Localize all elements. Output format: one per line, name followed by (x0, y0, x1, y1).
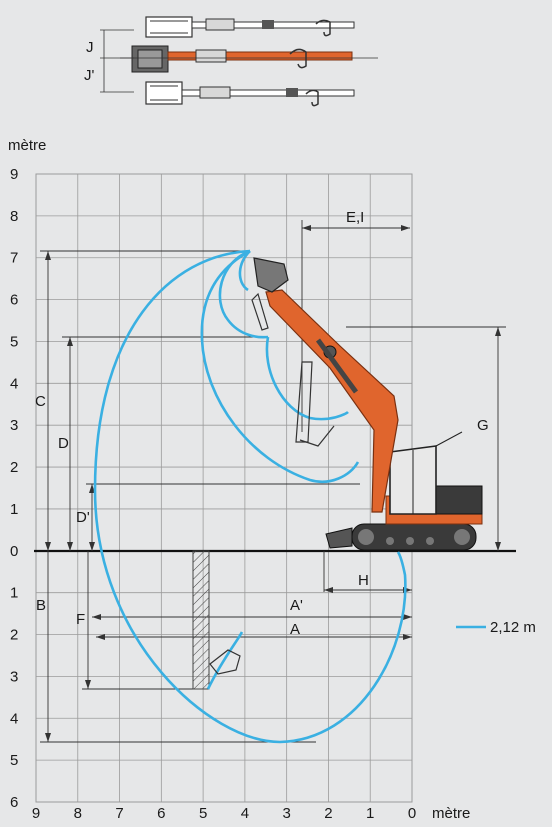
x-tick-label: 3 (282, 805, 290, 822)
dim-label-b: B (36, 597, 46, 614)
dimension-arrows (45, 225, 501, 742)
boom-offset-right-view (145, 81, 355, 107)
dim-label-d: D (58, 435, 69, 452)
dim-label-j: J (86, 39, 94, 56)
dozer-blade (325, 527, 353, 549)
dim-label-a-prime: A' (290, 597, 303, 614)
dim-label-e-i: E,I (346, 209, 364, 226)
y-tick-label: 4 (10, 375, 18, 392)
top-view-illustration: J J' (84, 16, 378, 107)
dim-label-h: H (358, 572, 369, 589)
dim-label-f: F (76, 611, 85, 628)
y-tick-label: 1 (10, 501, 18, 518)
x-tick-label: 7 (115, 805, 123, 822)
y-tick-label: 7 (10, 250, 18, 267)
y-tick-label: 9 (10, 166, 18, 183)
y-tick-label: 3 (10, 417, 18, 434)
x-tick-label: 8 (74, 805, 82, 822)
boom-offset-left-view (145, 16, 355, 38)
y-tick-label: 5 (10, 333, 18, 350)
grid (35, 173, 413, 803)
arm-cylinder (315, 338, 359, 394)
x-axis-unit-label: mètre (432, 805, 470, 822)
bucket-bottom (209, 649, 241, 675)
x-tick-label: 0 (408, 805, 416, 822)
bucket-top (253, 257, 289, 293)
y-tick-label: 6 (10, 292, 18, 309)
x-tick-label: 5 (199, 805, 207, 822)
y-tick-label: 1 (10, 585, 18, 602)
dimension-labels: C D D' B F E,I G H A' A (35, 209, 489, 638)
boom (265, 289, 399, 513)
x-tick-label: 6 (157, 805, 165, 822)
y-axis-unit-label: mètre (8, 137, 46, 154)
y-tick-label: 6 (10, 794, 18, 811)
legend: 2,12 m (456, 619, 536, 636)
y-axis-ticks: 9 8 7 6 5 4 3 2 1 0 1 2 3 4 5 6 (10, 166, 18, 811)
x-tick-label: 9 (32, 805, 40, 822)
boom-center-view (120, 45, 378, 73)
y-tick-label: 5 (10, 752, 18, 769)
y-tick-label: 4 (10, 710, 18, 727)
dim-label-a: A (290, 621, 300, 638)
y-tick-label: 3 (10, 668, 18, 685)
dim-label-c: C (35, 393, 46, 410)
x-axis-ticks: 9 8 7 6 5 4 3 2 1 0 (32, 805, 416, 822)
y-tick-label: 2 (10, 627, 18, 644)
dimension-lines (40, 220, 506, 743)
excavator-side-view (209, 257, 483, 675)
x-tick-label: 1 (366, 805, 374, 822)
y-tick-label: 2 (10, 459, 18, 476)
reach-envelope (93, 249, 407, 744)
legend-label: 2,12 m (490, 619, 536, 636)
x-tick-label: 4 (241, 805, 249, 822)
y-tick-label: 0 (10, 543, 18, 560)
dim-label-j-prime: J' (84, 67, 95, 84)
dim-label-g: G (477, 417, 489, 434)
y-tick-label: 8 (10, 208, 18, 225)
dim-label-d-prime: D' (76, 509, 90, 526)
x-tick-label: 2 (324, 805, 332, 822)
trench-wall-hatch (192, 550, 210, 690)
